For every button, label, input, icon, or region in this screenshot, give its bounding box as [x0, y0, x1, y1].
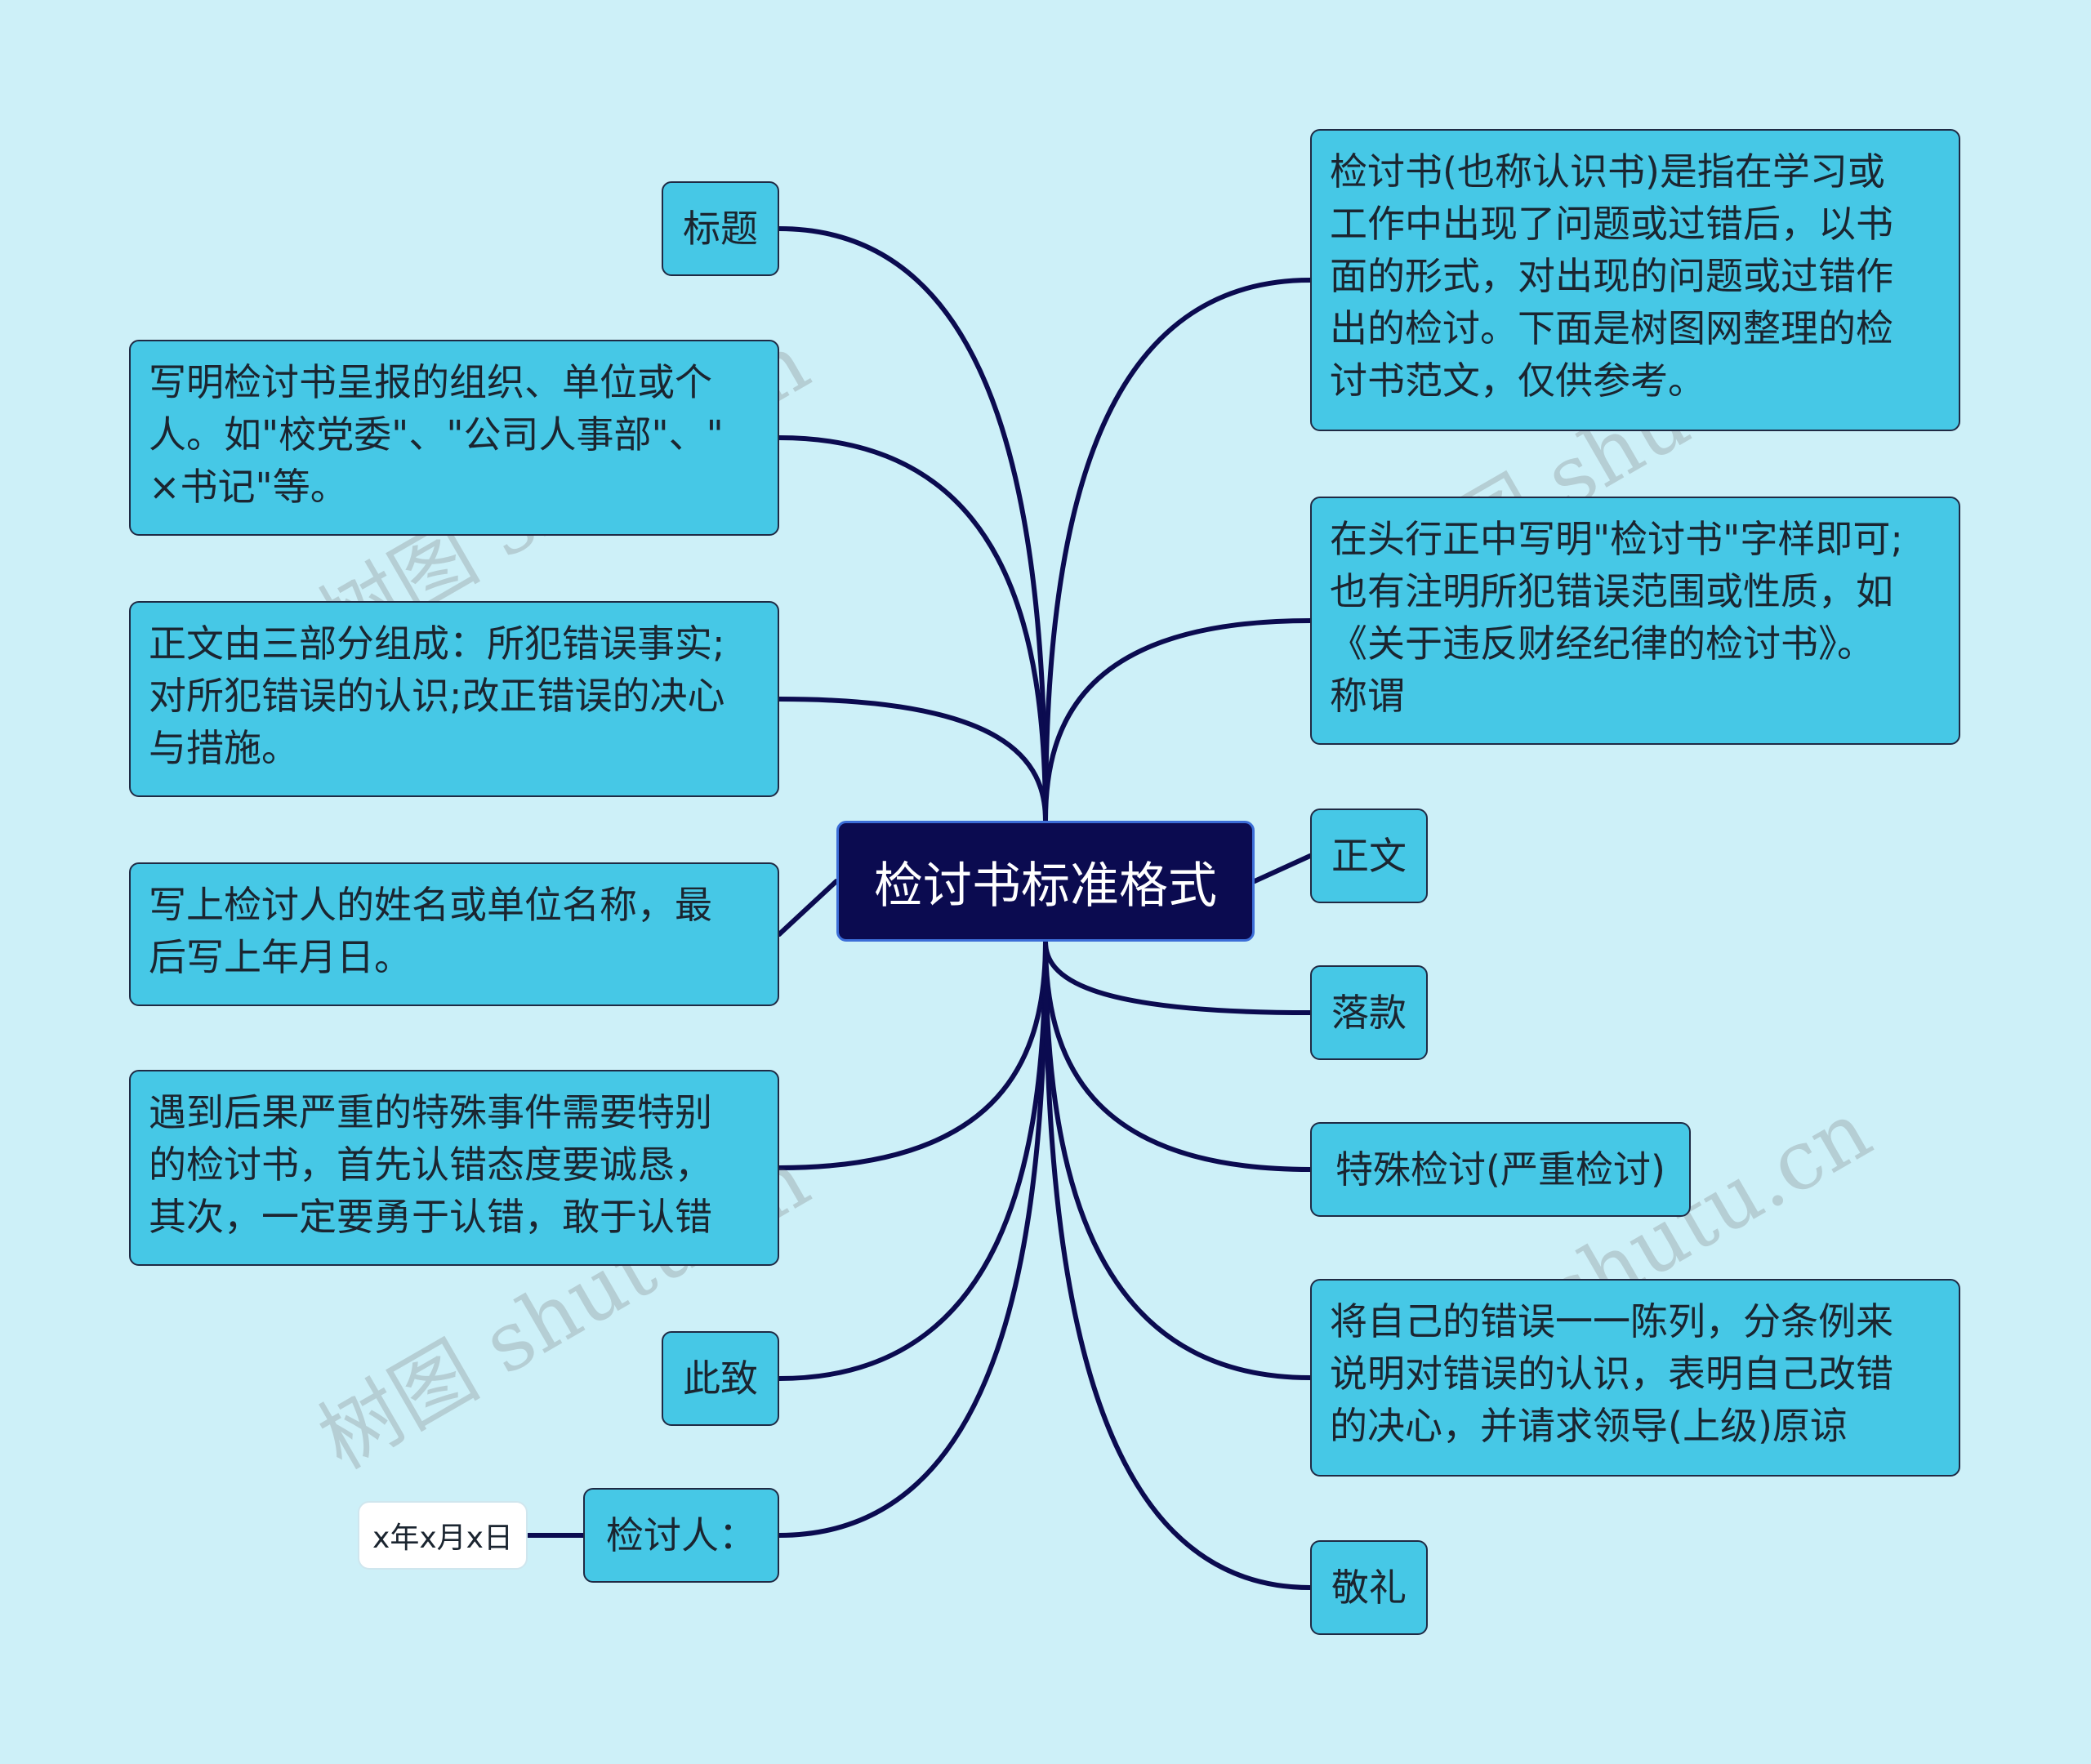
- topic-heading-desc[interactable]: 在头行正中写明"检讨书"字样即可; 也有注明所犯错误范围或性质，如 《关于违反财…: [1310, 497, 1960, 745]
- connector-r2: [1252, 853, 1313, 884]
- connector-r6: [1043, 939, 1313, 1590]
- connector-r0: [1043, 278, 1313, 823]
- connector-l3: [777, 879, 839, 937]
- topic-special-desc[interactable]: 遇到后果严重的特殊事件需要特别 的检讨书，首先认错态度要诚恳， 其次，一定要勇于…: [129, 1070, 779, 1266]
- connector-l5: [777, 939, 1048, 1381]
- connector-l4: [777, 939, 1048, 1170]
- topic-cizhi[interactable]: 此致: [662, 1331, 779, 1426]
- topic-reviewer[interactable]: 检讨人：: [583, 1488, 779, 1583]
- connector-l0: [777, 226, 1048, 823]
- topic-special-content[interactable]: 将自己的错误一一陈列，分条例来 说明对错误的认识，表明自己改错 的决心，并请求领…: [1310, 1279, 1960, 1477]
- connector-r1: [1043, 618, 1313, 823]
- topic-signature-desc[interactable]: 写上检讨人的姓名或单位名称，最 后写上年月日。: [129, 862, 779, 1006]
- topic-date[interactable]: x年x月x日: [358, 1501, 528, 1570]
- topic-title[interactable]: 标题: [662, 181, 779, 276]
- connector-l1: [777, 435, 1048, 823]
- connector-r3: [1043, 939, 1313, 1015]
- central-topic[interactable]: 检讨书标准格式: [836, 821, 1255, 942]
- topic-body-desc[interactable]: 正文由三部分组成：所犯错误事实; 对所犯错误的认识;改正错误的决心 与措施。: [129, 601, 779, 797]
- topic-definition[interactable]: 检讨书(也称认识书)是指在学习或 工作中出现了问题或过错后，以书 面的形式，对出…: [1310, 129, 1960, 431]
- topic-special[interactable]: 特殊检讨(严重检讨): [1310, 1122, 1691, 1217]
- connector-r4: [1043, 939, 1313, 1172]
- connector-l6: [777, 939, 1048, 1538]
- connector-l2: [777, 697, 1048, 823]
- topic-salutation-desc[interactable]: 写明检讨书呈报的组织、单位或个 人。如"校党委"、"公司人事部"、" ×书记"等…: [129, 340, 779, 536]
- topic-body[interactable]: 正文: [1310, 808, 1428, 903]
- topic-jingli[interactable]: 敬礼: [1310, 1540, 1428, 1635]
- topic-signature[interactable]: 落款: [1310, 965, 1428, 1060]
